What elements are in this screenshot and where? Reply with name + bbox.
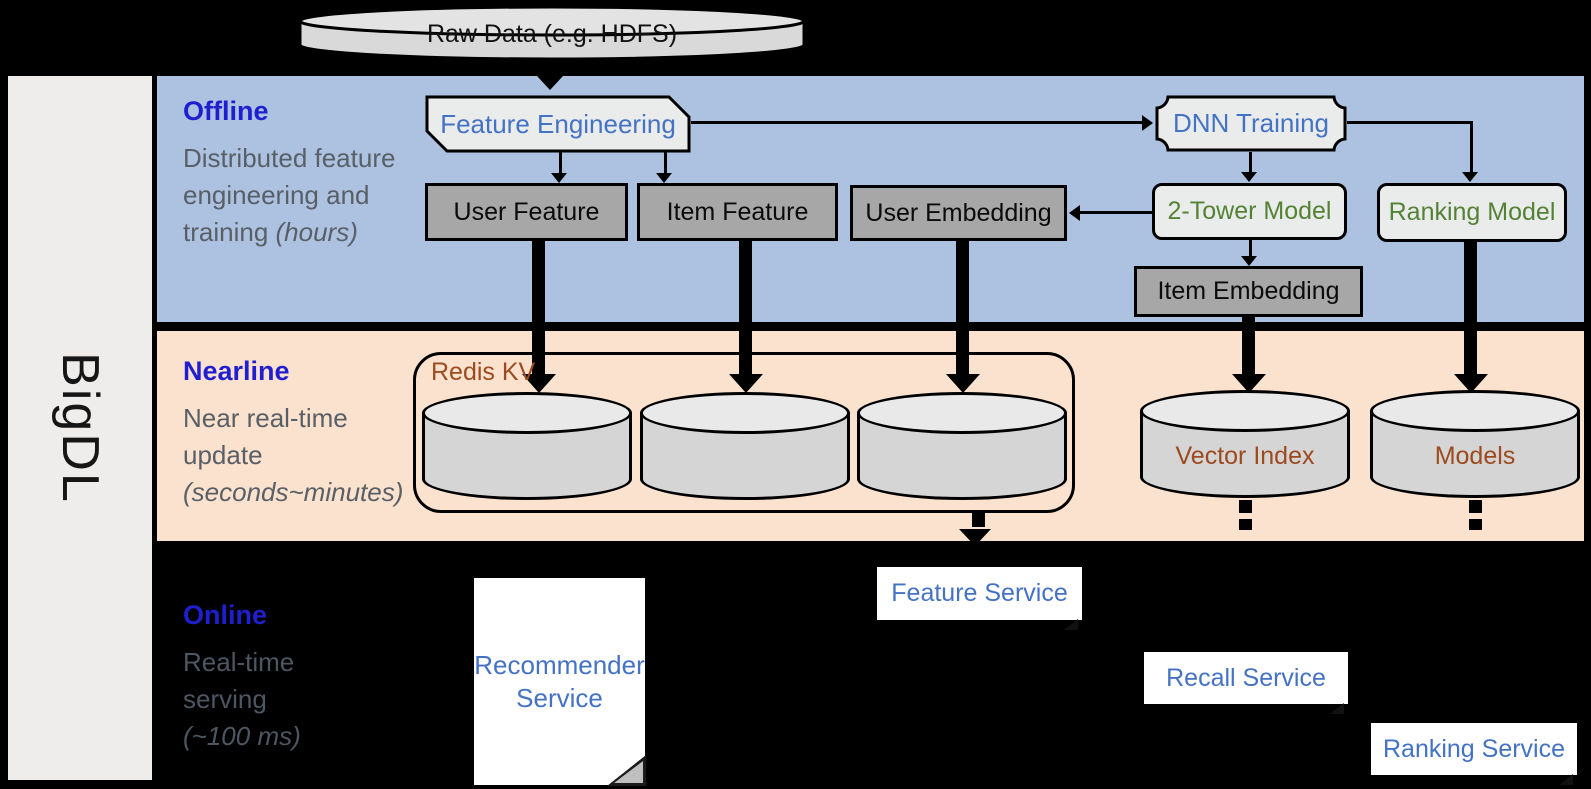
cylinder-top [857, 392, 1067, 434]
online-title: Online [183, 600, 268, 630]
page-fold-icon [1559, 774, 1573, 785]
vector-index-label: Vector Index [1175, 442, 1315, 470]
two-tower-model-box: 2-Tower Model [1152, 183, 1347, 240]
recommender-service-document: Recommender Service [474, 578, 646, 786]
vector-index-store: Vector Index [1140, 390, 1350, 498]
redis-kv-container [413, 352, 1075, 513]
nearline-description-text: Near real-time update [183, 403, 348, 470]
nearline-latency-note: (seconds~minutes) [183, 476, 404, 507]
ranking-service-box: Ranking Service [1371, 723, 1577, 785]
arrow-dnn-to-ranking-hline [1347, 121, 1473, 124]
dashed-line-models-dash2 [1469, 519, 1482, 530]
arrow-itemfeature-to-redis-head [729, 374, 763, 393]
feature-engineering-box: Feature Engineering [425, 95, 691, 153]
online-description-text: Real-time serving [183, 647, 295, 714]
arrow-fe-to-itemfeature-stem [664, 152, 667, 174]
feature-engineering-shape [425, 95, 691, 153]
dashed-line-vectorindex-dash1 [1239, 500, 1252, 513]
arrow-dnn-to-ranking-head [1462, 172, 1478, 182]
ranking-service-label: Ranking Service [1382, 734, 1566, 763]
models-label: Models [1434, 442, 1516, 470]
document-fold-icon [607, 755, 646, 786]
arrow-rankingmodel-to-models-head [1454, 374, 1488, 393]
arrow-userfeature-to-redis-head [522, 374, 556, 393]
nearline-title: Nearline [183, 356, 290, 386]
nearline-description: Near real-time update (seconds~minutes) [183, 400, 431, 511]
arrow-fe-to-userfeature-head [551, 173, 567, 183]
bigdl-sidebar: BigDL [8, 76, 152, 780]
feature-service-box: Feature Service [877, 567, 1082, 630]
offline-description-text: Distributed feature engineering and trai… [183, 143, 396, 247]
arrow-rankingmodel-to-models-stem [1464, 242, 1477, 374]
recall-service-label: Recall Service [1166, 663, 1326, 692]
dnn-training-label: DNN Training [1172, 108, 1330, 138]
arrow-itemembedding-to-vectorindex-stem [1242, 317, 1255, 374]
page-fold-icon [1330, 703, 1344, 714]
raw-data-store: Raw Data (e.g. HDFS) [297, 4, 807, 62]
arrow-userembedding-to-redis-stem [956, 241, 969, 375]
arrow-userembedding-to-redis-head [946, 374, 980, 393]
arrow-dnn-to-ranking-vline [1470, 121, 1473, 173]
dashed-arrow-redis-to-featureservice-head [959, 529, 991, 546]
raw-data-label: Raw Data (e.g. HDFS) [426, 20, 678, 48]
arrow-dnn-to-twotower-stem [1249, 152, 1252, 173]
models-store: Models [1370, 390, 1580, 498]
cylinder-top [640, 392, 850, 434]
bigdl-logo-text: BigDL [51, 352, 109, 504]
arrow-twotower-to-itemembedding-stem [1249, 240, 1252, 257]
user-embedding-box: User Embedding [850, 185, 1067, 241]
online-latency-note: (~100 ms) [183, 720, 301, 751]
item-feature-box: Item Feature [637, 183, 838, 241]
dnn-training-box: DNN Training [1155, 95, 1347, 152]
user-feature-box: User Feature [425, 183, 628, 241]
arrow-fe-to-dnn-head [1142, 115, 1153, 131]
feature-engineering-label: Feature Engineering [440, 108, 676, 139]
arrow-fe-to-itemfeature-head [656, 173, 672, 183]
cylinder-top [1140, 390, 1350, 432]
dashed-line-vectorindex-dash2 [1239, 519, 1252, 530]
arrow-itemembedding-to-vectorindex-head [1232, 374, 1266, 393]
cylinder-top [1370, 390, 1580, 432]
feature-service-label: Feature Service [891, 579, 1068, 607]
arrow-fe-to-userfeature-stem [559, 152, 562, 174]
arrow-twotower-to-userembedding-line [1080, 211, 1152, 214]
item-embedding-box: Item Embedding [1134, 266, 1363, 317]
cylinder-top [422, 392, 632, 434]
raw-data-cylinder-shape [298, 5, 806, 61]
arrow-rawdata-to-fe-stem [546, 60, 555, 77]
dashed-arrow-redis-to-featureservice-dash [972, 513, 985, 527]
redis-shard-cylinder-3 [857, 392, 1067, 500]
page-fold-icon [1064, 619, 1078, 630]
arrow-rawdata-to-fe-head [537, 76, 563, 90]
dnn-training-shape [1155, 95, 1347, 152]
redis-shard-cylinder-1 [422, 392, 632, 500]
arrow-itemfeature-to-redis-stem [739, 241, 752, 375]
offline-description: Distributed feature engineering and trai… [183, 140, 405, 251]
redis-shard-cylinder-2 [640, 392, 850, 500]
ranking-model-box: Ranking Model [1377, 183, 1567, 242]
arrow-userfeature-to-redis-stem [532, 241, 545, 375]
dashed-line-models-dash1 [1469, 500, 1482, 513]
arrow-dnn-to-twotower-head [1241, 172, 1257, 182]
offline-title: Offline [183, 96, 269, 126]
offline-latency-note: (hours) [275, 216, 358, 247]
recommender-service-label: Recommender Service [474, 650, 645, 713]
redis-kv-label: Redis KV [431, 358, 536, 386]
recall-service-box: Recall Service [1144, 652, 1348, 714]
arrow-twotower-to-userembedding-head [1069, 205, 1080, 221]
arrow-twotower-to-itemembedding-head [1241, 256, 1257, 266]
arrow-fe-to-dnn-line [691, 121, 1143, 124]
online-description: Real-time serving (~100 ms) [183, 644, 333, 755]
